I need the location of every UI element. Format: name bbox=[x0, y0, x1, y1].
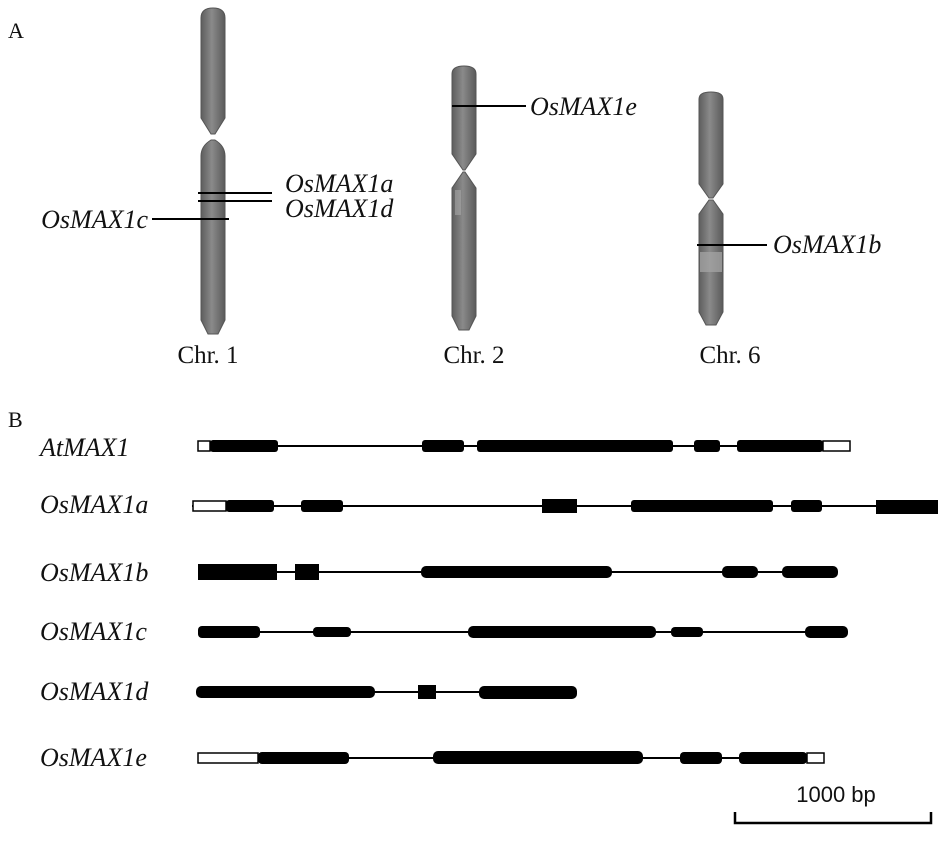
gene-structure-label: OsMAX1b bbox=[40, 558, 148, 587]
gene-label-max1e: OsMAX1e bbox=[530, 92, 637, 121]
gene-label-max1a: OsMAX1a bbox=[285, 169, 393, 198]
gene-label-max1b: OsMAX1b bbox=[773, 230, 881, 259]
panel-label-a: A bbox=[8, 18, 24, 43]
gene-structure-atmax1: AtMAX1 bbox=[38, 433, 851, 462]
chromosome-chr2 bbox=[451, 65, 477, 331]
gene-structure-label: OsMAX1e bbox=[40, 743, 147, 772]
gene-structure-osmax1a: OsMAX1a bbox=[40, 490, 938, 519]
panel-label-b: B bbox=[8, 407, 23, 432]
chromosome-label-chr6: Chr. 6 bbox=[699, 342, 760, 369]
gene-structure-label: OsMAX1a bbox=[40, 490, 148, 519]
chromosome-label-chr2: Chr. 2 bbox=[443, 342, 504, 369]
gene-structure-osmax1b: OsMAX1b bbox=[40, 558, 838, 587]
gene-structure-label: OsMAX1c bbox=[40, 617, 147, 646]
gene-structure-label: AtMAX1 bbox=[38, 433, 130, 462]
gene-structure-osmax1d: OsMAX1d bbox=[40, 677, 577, 706]
chromosome-label-chr1: Chr. 1 bbox=[177, 342, 238, 369]
scale-bar: 1000 bp bbox=[733, 782, 933, 825]
gene-label-max1d: OsMAX1d bbox=[285, 194, 394, 223]
gene-structure-osmax1c: OsMAX1c bbox=[40, 617, 848, 646]
chromosome-chr6 bbox=[698, 91, 724, 326]
gene-structure-osmax1e: OsMAX1e bbox=[40, 743, 825, 772]
chromosome-chr1 bbox=[200, 7, 226, 335]
gene-structure-label: OsMAX1d bbox=[40, 677, 149, 706]
gene-label-max1c: OsMAX1c bbox=[41, 205, 148, 234]
scale-bar-label: 1000 bp bbox=[796, 782, 876, 807]
